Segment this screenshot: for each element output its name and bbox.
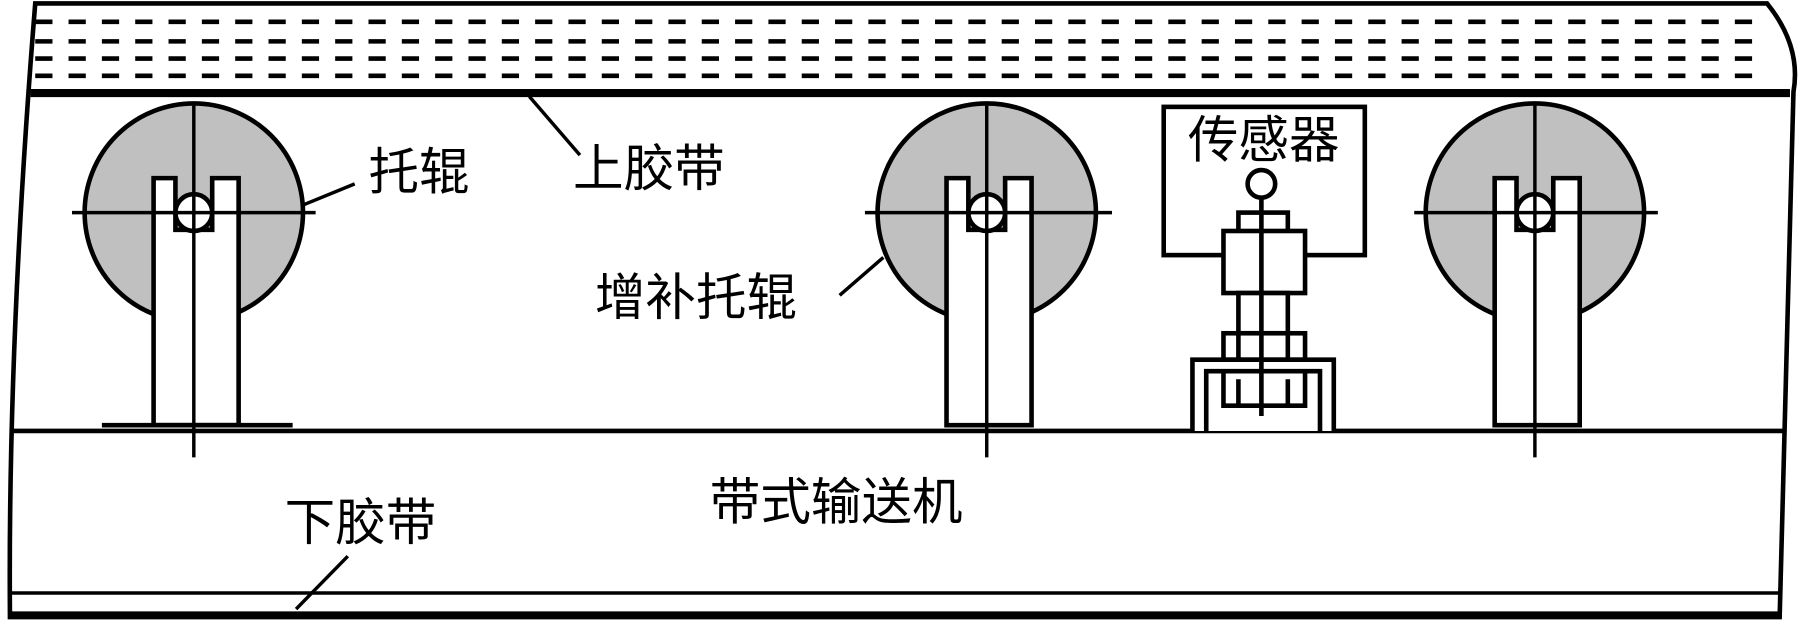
sensor-label: 传感器: [1188, 110, 1340, 169]
supplementary-roller-label: 增补托辊: [595, 268, 797, 327]
supplementary-roller-leader: [838, 256, 885, 297]
lower-belt-leader: [294, 554, 350, 611]
sensor: 传感器: [1161, 104, 1368, 431]
roller-leader: [303, 182, 356, 207]
upper-belt: [30, 19, 1791, 98]
upper-belt-label: 上胶带: [573, 139, 725, 198]
roller-1: [72, 101, 316, 458]
upper-belt-leader: [528, 95, 582, 157]
conveyor-outline: [7, 1, 1798, 620]
supplementary-roller: [864, 101, 1112, 458]
roller-label: 托辊: [368, 143, 469, 202]
lower-belt-label: 下胶带: [285, 493, 437, 552]
conveyor-label: 带式输送机: [710, 472, 963, 531]
roller-3: [1414, 101, 1658, 458]
lower-belt: [9, 591, 1780, 619]
